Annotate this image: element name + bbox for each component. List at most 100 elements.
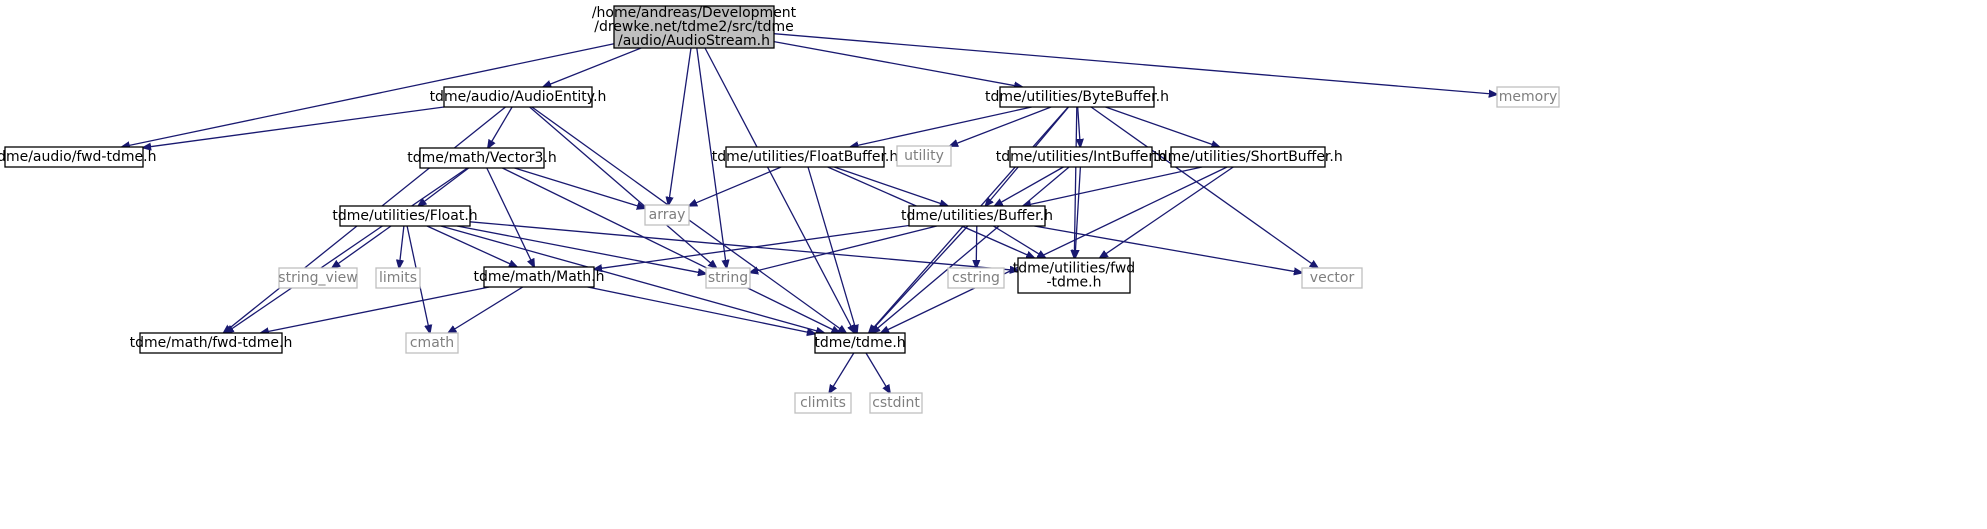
node-root-label-2: /audio/AudioStream.h xyxy=(618,33,770,49)
node-memory-box xyxy=(1496,86,1560,108)
edge-float-to-math xyxy=(426,225,517,267)
node-array: array xyxy=(644,204,690,226)
edge-bytebuffer-to-intbuffer xyxy=(1078,106,1081,147)
edge-audioentity-to-audiofwd xyxy=(143,106,445,148)
node-vector3-box xyxy=(419,147,545,169)
edge-float-to-utilfwd xyxy=(469,221,1018,271)
node-cstdint: cstdint xyxy=(869,392,923,414)
node-float-box xyxy=(339,205,471,227)
node-math[interactable]: tdme/math/Math.h xyxy=(474,266,605,288)
node-string_view-label-0: string_view xyxy=(278,270,357,286)
node-mathfwd[interactable]: tdme/math/fwd-tdme.h xyxy=(130,332,293,354)
node-intbuffer-label-0: tdme/utilities/IntBuffer.h xyxy=(996,149,1166,165)
edge-shortbuffer-to-tdme xyxy=(881,166,1228,333)
node-cmath-label-0: cmath xyxy=(410,335,454,351)
edge-audioentity-to-string xyxy=(529,106,717,268)
edge-math-to-tdme xyxy=(587,286,815,334)
node-shortbuffer[interactable]: tdme/utilities/ShortBuffer.h xyxy=(1153,146,1343,168)
edge-vector3-to-array xyxy=(514,167,646,208)
edge-vector3-to-math xyxy=(486,167,534,267)
nodes-layer: /home/andreas/Development/drewke.net/tdm… xyxy=(0,5,1560,414)
edge-floatbuffer-to-buffer xyxy=(833,166,948,206)
node-bytebuffer[interactable]: tdme/utilities/ByteBuffer.h xyxy=(985,86,1169,108)
node-shortbuffer-label-0: tdme/utilities/ShortBuffer.h xyxy=(1153,149,1342,165)
node-shortbuffer-box xyxy=(1170,146,1326,168)
edge-audioentity-to-vector3 xyxy=(488,106,513,148)
node-mathfwd-label-0: tdme/math/fwd-tdme.h xyxy=(130,335,293,351)
node-vector-box xyxy=(1301,267,1363,289)
edge-bytebuffer-to-floatbuffer xyxy=(850,106,1032,147)
edge-buffer-to-utilfwd xyxy=(992,225,1045,258)
node-utilfwd-label-1: -tdme.h xyxy=(1046,275,1101,291)
node-cstdint-label-0: cstdint xyxy=(872,395,920,411)
edge-vector3-to-float xyxy=(418,167,470,206)
edge-floatbuffer-to-tdme xyxy=(807,166,857,333)
node-audiofwd-box xyxy=(4,146,144,168)
node-audioentity-label-0: tdme/audio/AudioEntity.h xyxy=(430,89,607,105)
node-buffer-label-0: tdme/utilities/Buffer.h xyxy=(901,208,1053,224)
node-intbuffer-box xyxy=(1009,146,1153,168)
node-float[interactable]: tdme/utilities/Float.h xyxy=(332,205,478,227)
edge-bytebuffer-to-utility xyxy=(950,106,1052,146)
node-utilfwd[interactable]: tdme/utilities/fwd-tdme.h xyxy=(1013,257,1135,294)
node-audiofwd[interactable]: tdme/audio/fwd-tdme.h xyxy=(0,146,156,168)
edge-bytebuffer-to-shortbuffer xyxy=(1105,106,1220,147)
edge-math-to-mathfwd xyxy=(261,286,490,333)
node-cmath-box xyxy=(405,332,459,354)
edge-vector3-to-tdme xyxy=(502,167,839,333)
node-buffer[interactable]: tdme/utilities/Buffer.h xyxy=(901,205,1053,227)
edge-root-to-array xyxy=(668,47,692,205)
edge-buffer-to-tdme xyxy=(869,225,969,333)
node-audiofwd-label-0: tdme/audio/fwd-tdme.h xyxy=(0,149,156,165)
node-tdme[interactable]: tdme/tdme.h xyxy=(814,332,906,354)
node-memory-label-0: memory xyxy=(1499,89,1558,105)
edge-intbuffer-to-tdme xyxy=(872,166,1070,333)
node-climits: climits xyxy=(794,392,852,414)
node-array-label-0: array xyxy=(649,207,686,223)
node-floatbuffer[interactable]: tdme/utilities/FloatBuffer.h xyxy=(712,146,898,168)
node-root-box xyxy=(613,5,775,49)
node-root-label-1: /drewke.net/tdme2/src/tdme xyxy=(594,19,794,35)
edge-float-to-string_view xyxy=(332,225,392,268)
node-string-box xyxy=(705,267,751,289)
node-bytebuffer-box xyxy=(999,86,1155,108)
node-audioentity[interactable]: tdme/audio/AudioEntity.h xyxy=(430,86,607,108)
edge-buffer-to-cstring xyxy=(976,225,977,268)
node-floatbuffer-label-0: tdme/utilities/FloatBuffer.h xyxy=(712,149,898,165)
edge-float-to-limits xyxy=(399,225,405,268)
node-string: string xyxy=(705,267,751,289)
node-utilfwd-box xyxy=(1017,257,1131,294)
node-float-label-0: tdme/utilities/Float.h xyxy=(332,208,477,224)
edge-float-to-string xyxy=(456,225,706,274)
node-array-box xyxy=(644,204,690,226)
node-math-box xyxy=(483,266,595,288)
node-tdme-box xyxy=(814,332,906,354)
edge-bytebuffer-to-vector xyxy=(1090,106,1318,268)
node-climits-box xyxy=(794,392,852,414)
node-limits-label-0: limits xyxy=(379,270,417,286)
node-cmath: cmath xyxy=(405,332,459,354)
node-vector3[interactable]: tdme/math/Vector3.h xyxy=(407,147,557,169)
edge-floatbuffer-to-array xyxy=(689,166,782,206)
edge-root-to-memory xyxy=(773,33,1497,95)
node-tdme-label-0: tdme/tdme.h xyxy=(814,335,905,351)
node-intbuffer[interactable]: tdme/utilities/IntBuffer.h xyxy=(996,146,1166,168)
node-root-label-0: /home/andreas/Development xyxy=(592,5,797,21)
edge-shortbuffer-to-buffer xyxy=(1023,166,1203,206)
edge-buffer-to-vector xyxy=(1034,225,1302,273)
edge-buffer-to-math xyxy=(594,224,910,270)
node-bytebuffer-label-0: tdme/utilities/ByteBuffer.h xyxy=(985,89,1169,105)
node-buffer-box xyxy=(908,205,1046,227)
edge-float-to-tdme xyxy=(440,225,824,333)
edge-root-to-tdme xyxy=(704,47,855,333)
node-root[interactable]: /home/andreas/Development/drewke.net/tdm… xyxy=(592,5,797,49)
edge-root-to-audiofwd xyxy=(122,43,615,147)
node-audioentity-box xyxy=(443,86,593,108)
node-memory: memory xyxy=(1496,86,1560,108)
edge-vector3-to-mathfwd xyxy=(226,167,468,333)
edge-root-to-string xyxy=(696,47,727,268)
node-vector: vector xyxy=(1301,267,1363,289)
edge-root-to-audioentity xyxy=(543,47,642,87)
node-utility: utility xyxy=(896,145,952,167)
